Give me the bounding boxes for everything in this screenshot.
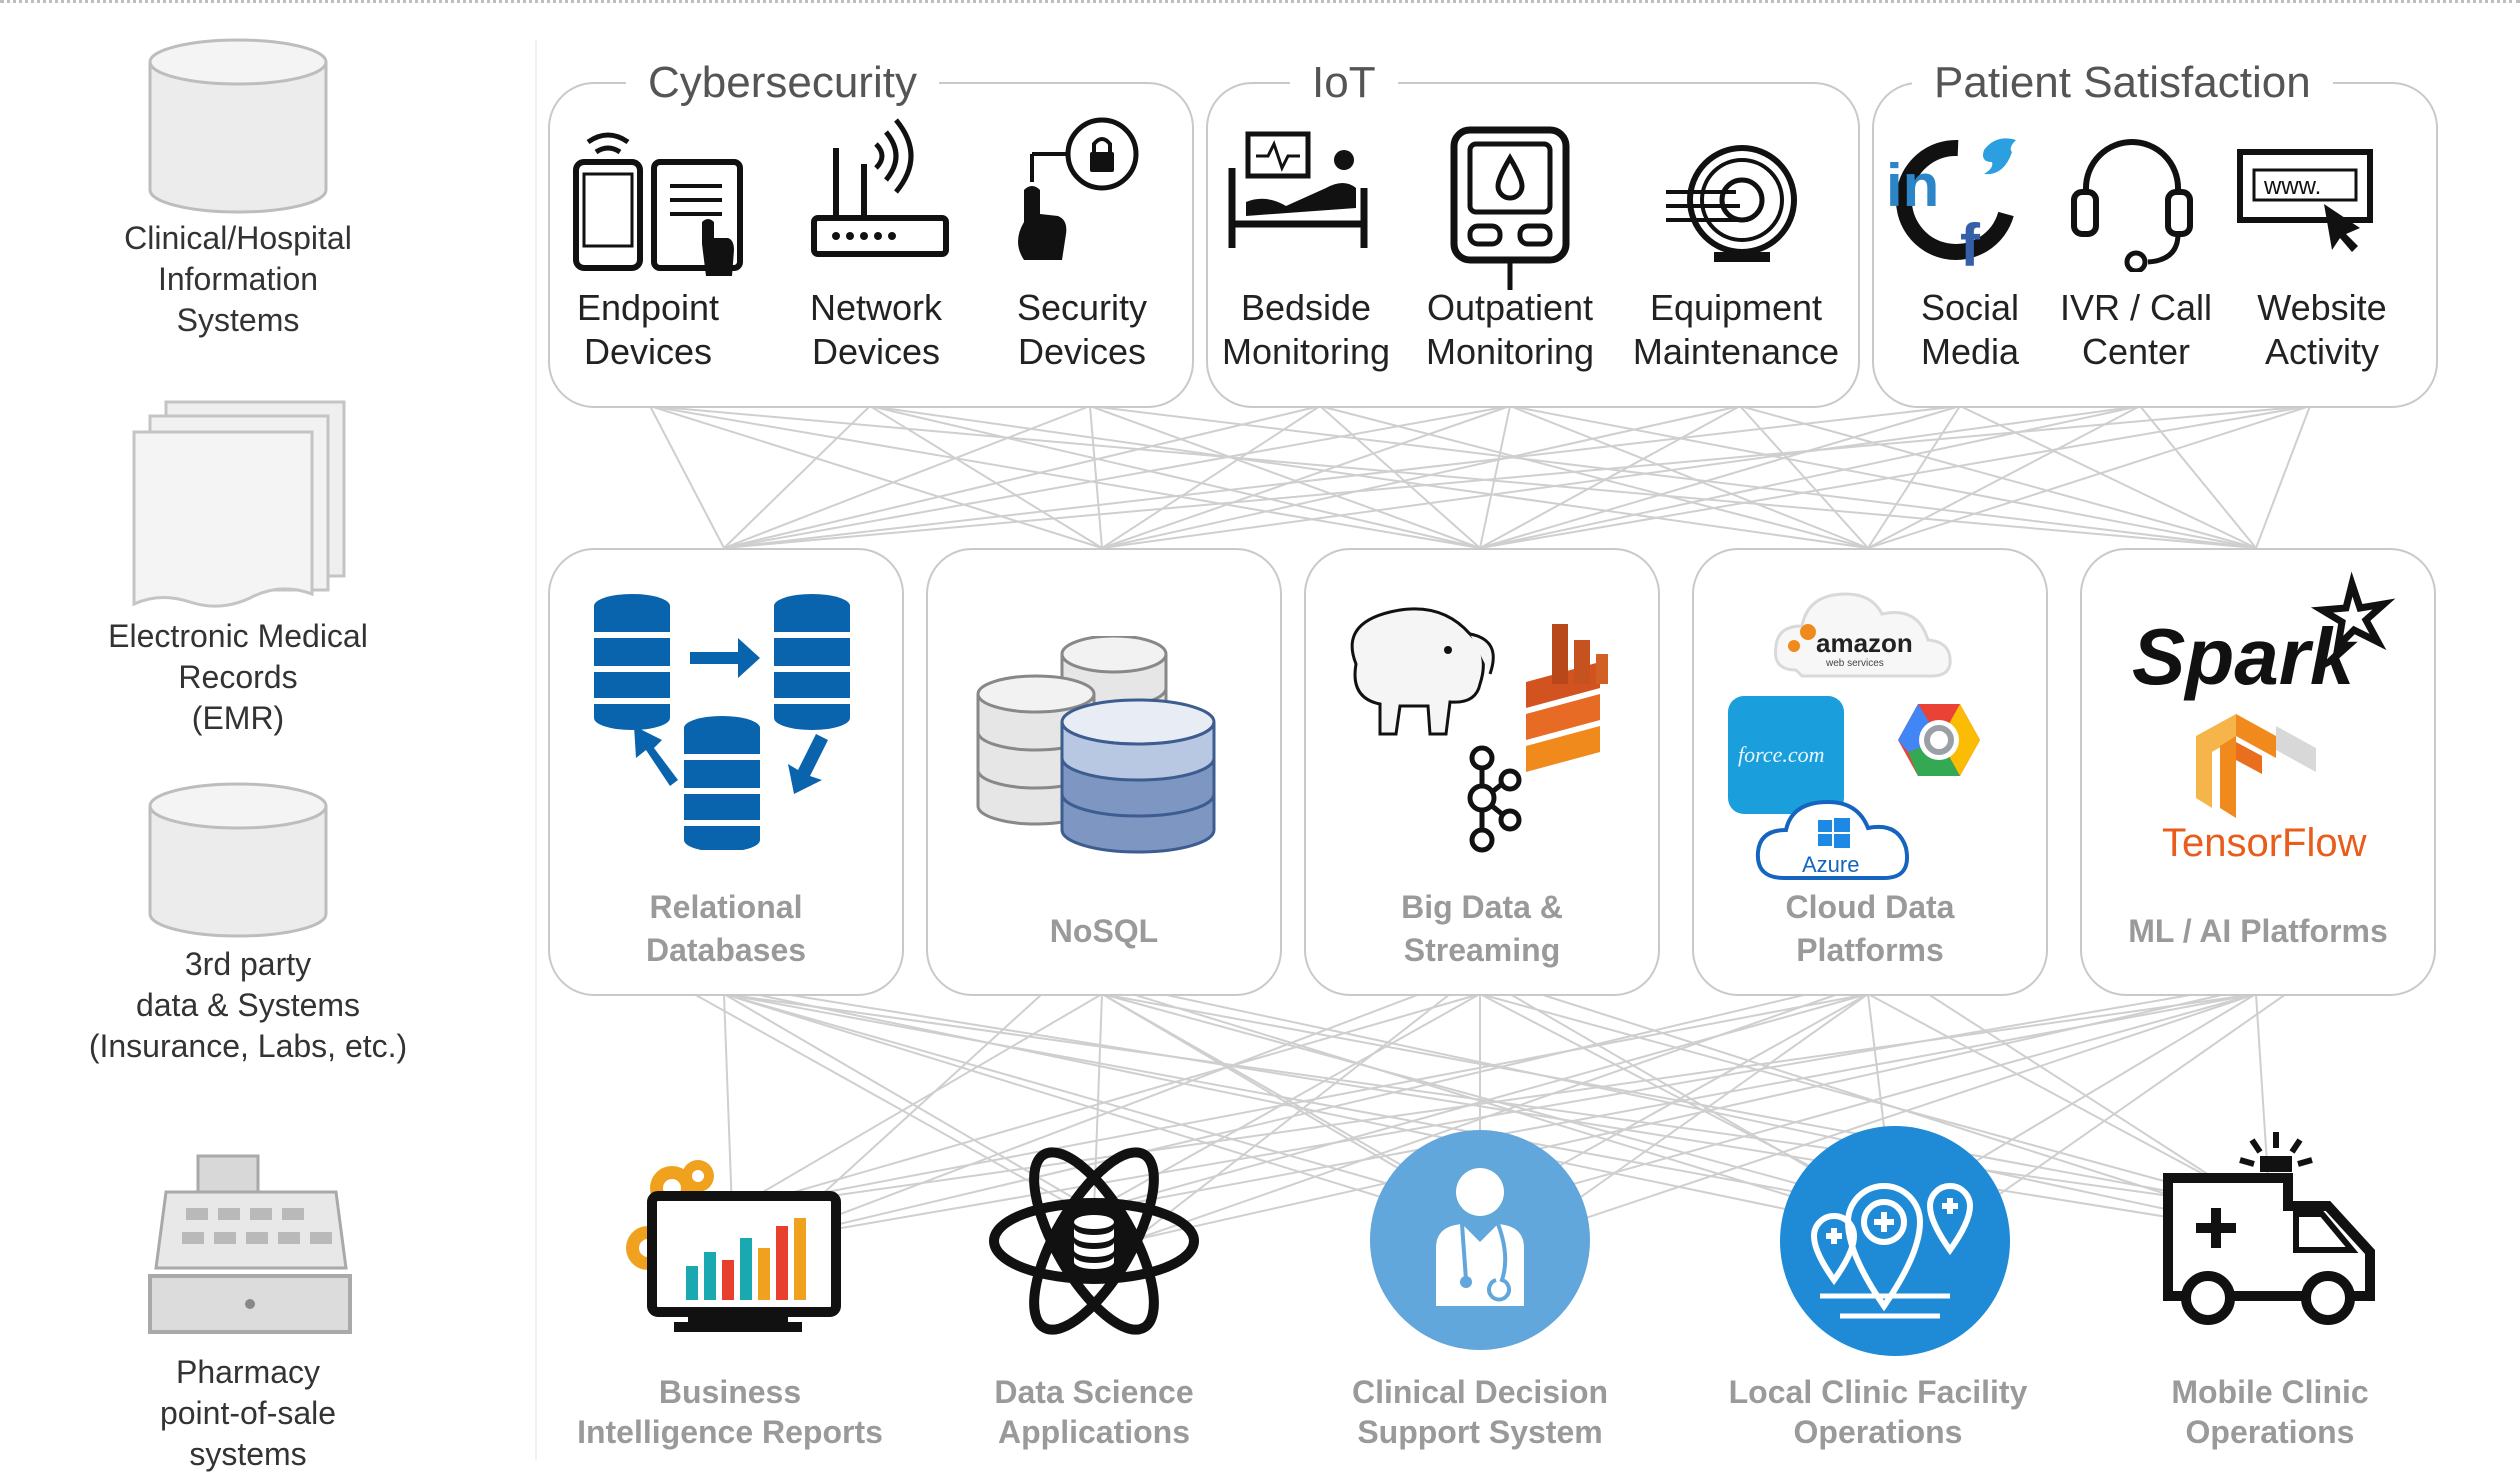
svg-text:f: f: [1960, 212, 1981, 278]
group-title: IoT: [1290, 58, 1398, 108]
item-label: IVR / Call Center: [2059, 287, 2213, 372]
map-pins-icon: [1780, 1126, 2010, 1356]
output-label: Local Clinic Facility Operations: [1728, 1374, 2028, 1450]
tech-box-nosql: NoSQL: [926, 548, 1282, 996]
headset-icon: [2068, 132, 2198, 272]
svg-text:www.: www.: [2263, 173, 2321, 200]
router-icon: [806, 118, 956, 268]
hadoop-kinesis-kafka-icon: [1330, 594, 1640, 864]
azure-logo-text: Azure: [1802, 852, 1859, 877]
group-title: Patient Satisfaction: [1912, 58, 2333, 108]
item-label: Bedside Monitoring: [1221, 287, 1391, 372]
mri-scanner-icon: [1662, 140, 1802, 270]
force-logo-text: force.com: [1738, 742, 1825, 767]
output-label: Mobile Clinic Operations: [2171, 1374, 2369, 1450]
amazon-logo-subtext: web services: [1825, 658, 1884, 669]
source-label: Clinical/Hospital Information Systems: [124, 220, 352, 338]
database-stack-icon: [976, 636, 1236, 856]
patient-bed-monitor-icon: [1226, 128, 1376, 258]
item-label: Endpoint Devices: [576, 287, 720, 372]
group-title: Cybersecurity: [626, 58, 939, 108]
item-label: Website Activity: [2257, 287, 2387, 372]
spark-tensorflow-icon: Spark TensorFlow: [2126, 564, 2406, 864]
top-dotted-border: [0, 0, 2520, 3]
tech-box-relational-databases: Relational Databases: [548, 548, 904, 996]
bi-dashboard-icon: [622, 1148, 842, 1338]
amazon-logo-text: amazon: [1816, 628, 1913, 658]
tech-box-cloud-data-platforms: amazon web services force.com Azure Clou…: [1692, 548, 2048, 996]
social-media-icon: in f: [1884, 128, 2024, 278]
tech-label: ML / AI Platforms: [2128, 913, 2388, 949]
source-label: Electronic Medical Records (EMR): [108, 618, 368, 736]
column-divider: [535, 40, 537, 1460]
doctor-icon: [1370, 1130, 1590, 1350]
database-cylinder-icon: [146, 36, 330, 216]
glucose-meter-icon: [1448, 124, 1572, 294]
tech-label: Big Data & Streaming: [1401, 889, 1563, 968]
tech-box-big-data-streaming: Big Data & Streaming: [1304, 548, 1660, 996]
browser-www-icon: www.: [2236, 146, 2376, 256]
source-label: 3rd party data & Systems (Insurance, Lab…: [88, 946, 408, 1064]
ambulance-icon: [2160, 1126, 2380, 1336]
database-cylinder-icon: [146, 780, 330, 940]
spark-logo-text: Spark: [2132, 612, 2358, 701]
item-label: Network Devices: [809, 287, 943, 372]
database-replication-icon: [588, 590, 868, 850]
output-label: Clinical Decision Support System: [1351, 1374, 1609, 1450]
tech-box-ml-ai-platforms: Spark TensorFlow ML / AI Platforms: [2080, 548, 2436, 996]
output-label: Data Science Applications: [994, 1374, 1194, 1450]
item-label: Security Devices: [1016, 287, 1148, 372]
document-stack-icon: [130, 398, 350, 618]
output-label: Business Intelligence Reports: [577, 1374, 883, 1450]
source-label: Pharmacy point-of-sale systems: [159, 1354, 337, 1472]
cash-register-icon: [146, 1150, 356, 1340]
touch-lock-icon: [1004, 112, 1154, 262]
tech-label: Relational Databases: [645, 889, 807, 968]
atom-database-icon: [984, 1136, 1204, 1346]
cloud-platforms-icon: amazon web services force.com Azure: [1722, 566, 2022, 886]
item-label: Social Media: [1920, 287, 2020, 372]
item-label: Equipment Maintenance: [1632, 287, 1840, 372]
tensorflow-logo-text: TensorFlow: [2162, 821, 2367, 864]
tech-label: Cloud Data Platforms: [1785, 889, 1955, 968]
tech-label: NoSQL: [1049, 913, 1159, 949]
item-label: Outpatient Monitoring: [1425, 287, 1595, 372]
phone-tablet-icon: [568, 126, 748, 276]
svg-text:in: in: [1886, 152, 1939, 219]
